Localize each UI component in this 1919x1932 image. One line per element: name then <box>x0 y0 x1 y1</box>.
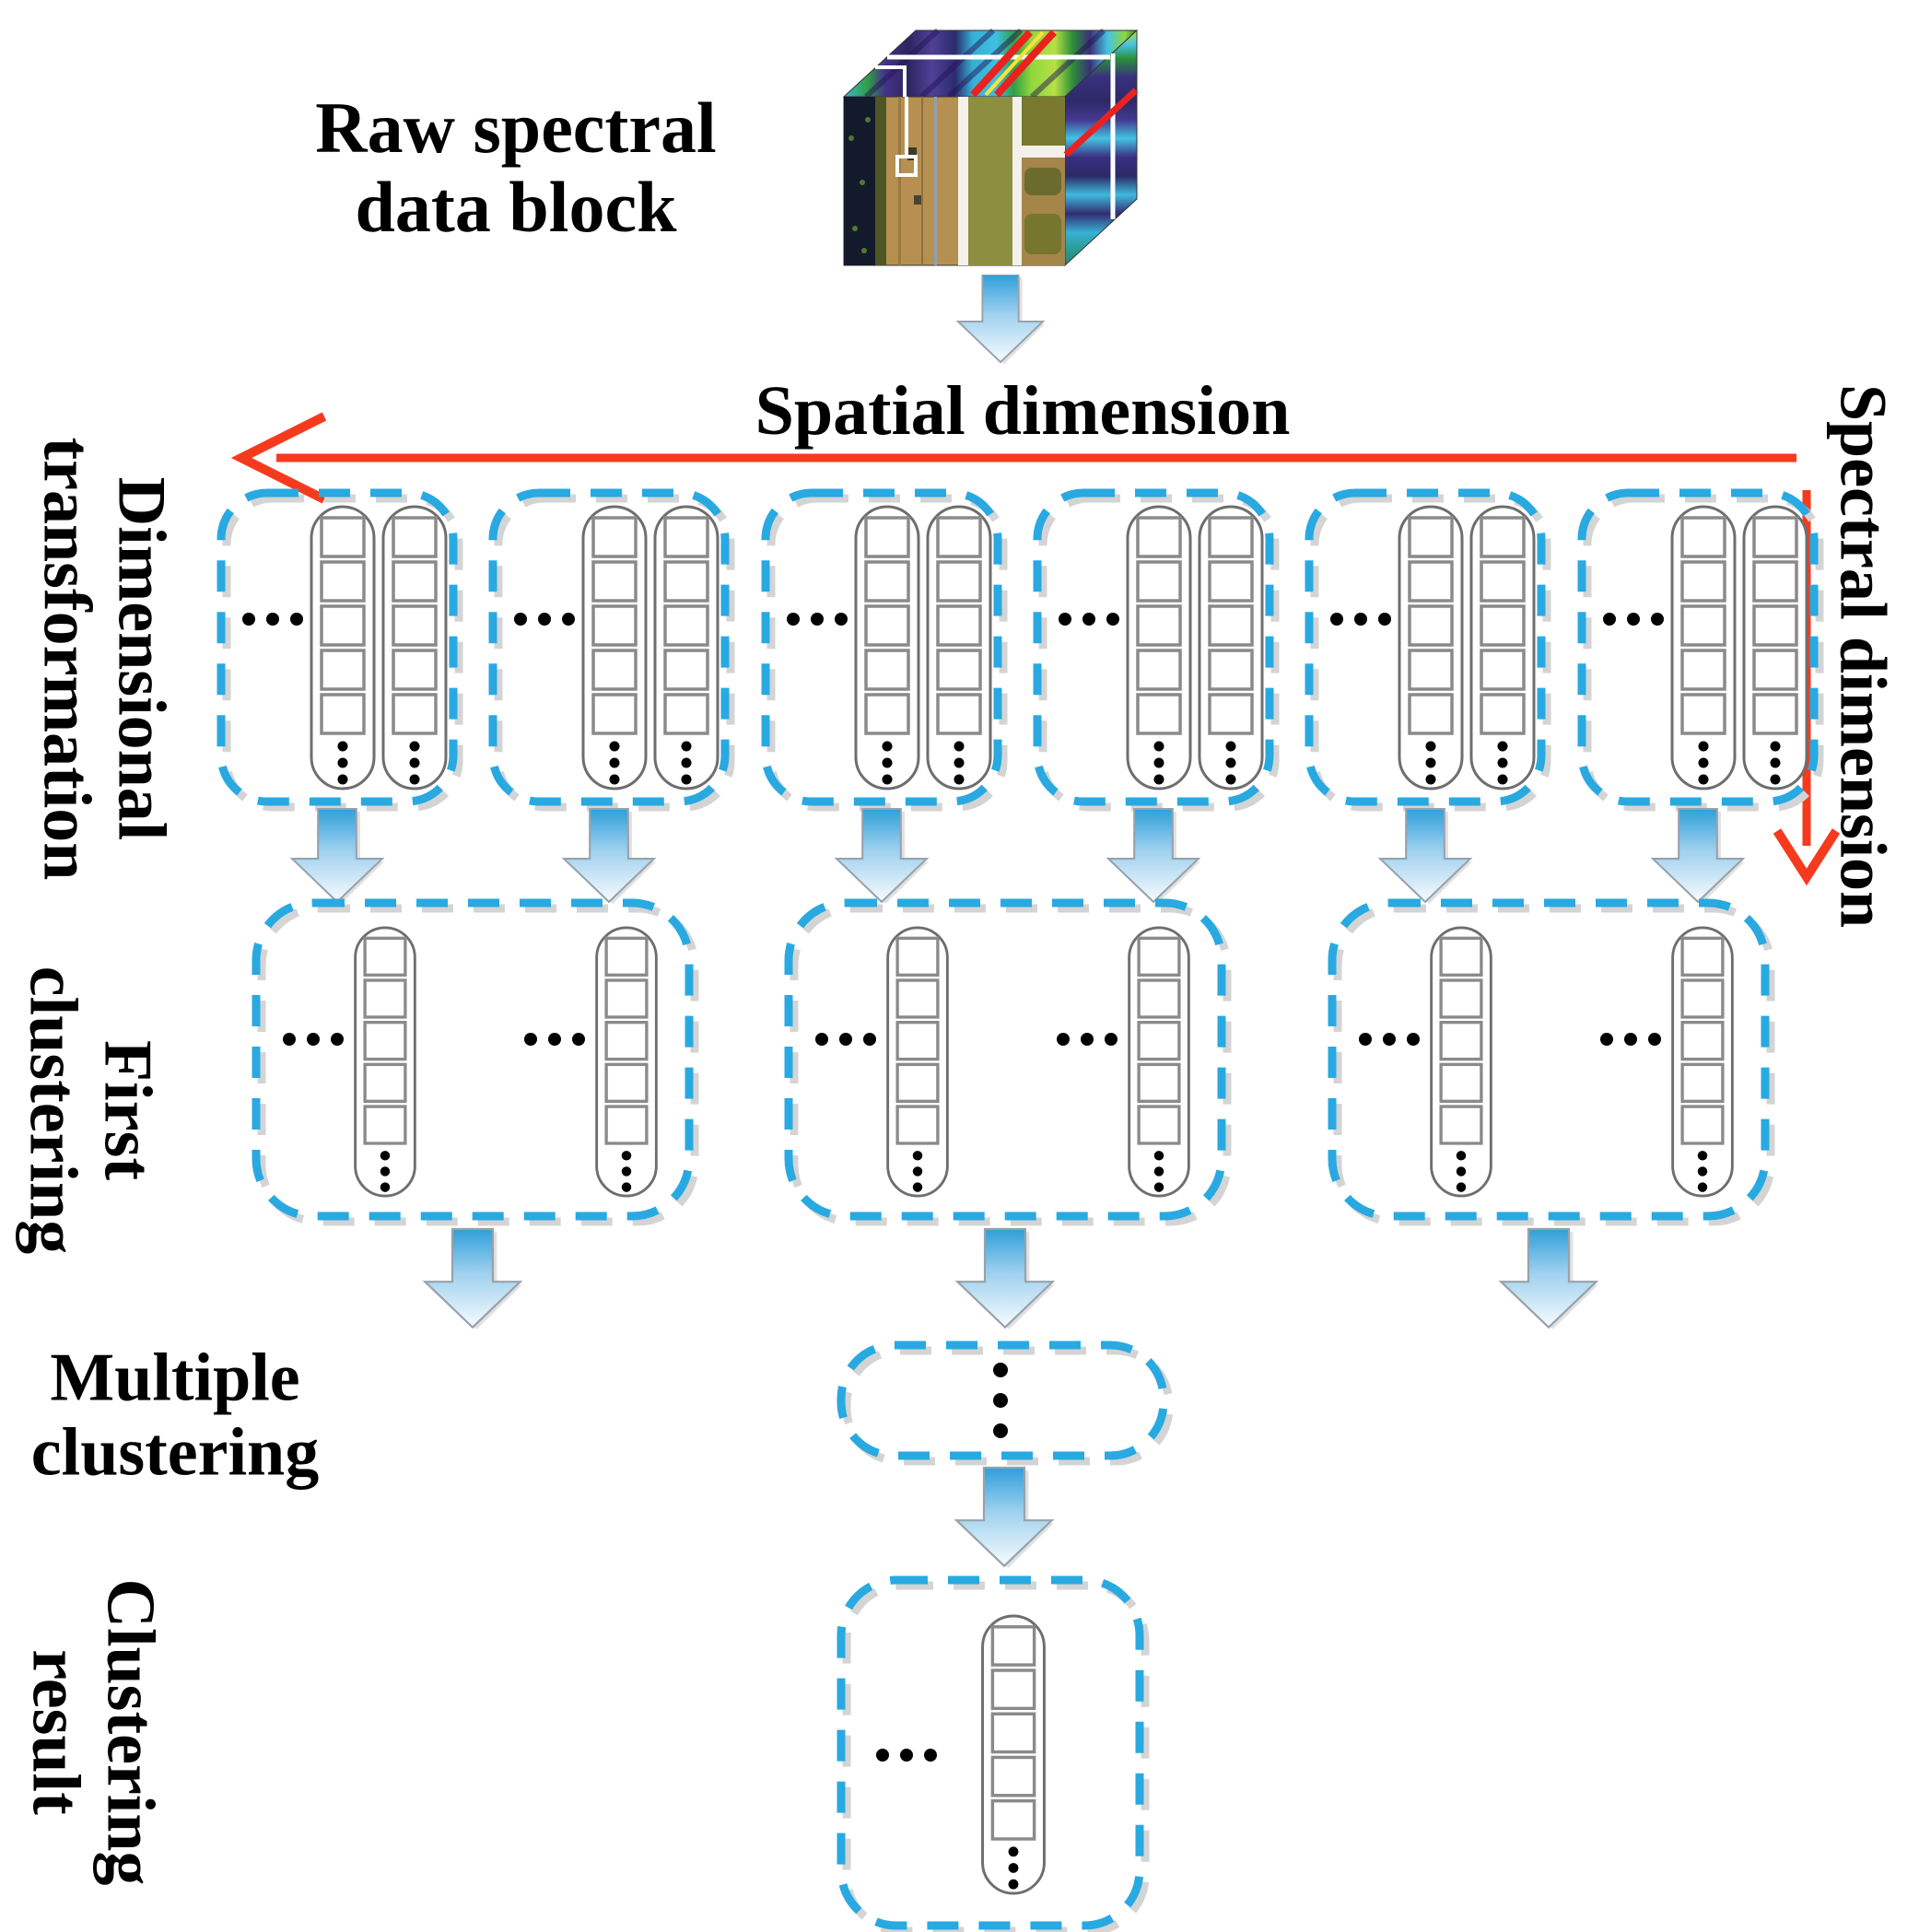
spatial-dimension-label: Spatial dimension <box>755 372 1291 451</box>
dimensional-transformation-line1: Dimensional <box>103 476 180 841</box>
clustering-result-line2: result <box>18 1649 93 1815</box>
transform-arrow-4 <box>1106 807 1201 906</box>
first-clustering-arrow-1 <box>424 1227 523 1331</box>
transform-group-4 <box>1033 488 1280 812</box>
multiple-clustering-arrow <box>955 1466 1055 1570</box>
cube-front-face <box>843 96 1066 266</box>
multiple-clustering-dots <box>993 1363 1008 1438</box>
first-clustering-label: First clustering <box>15 966 165 1254</box>
first-clustering-arrow-3 <box>1500 1227 1599 1331</box>
first-clustering-group-2 <box>784 898 1232 1226</box>
transform-group-2 <box>488 488 735 812</box>
multiple-clustering-line2: clustering <box>30 1415 320 1491</box>
raw-data-cube <box>842 28 1139 267</box>
transform-arrow-2 <box>562 807 657 906</box>
raw-data-label: Raw spectral data block <box>315 88 716 247</box>
clustering-result-label: Clustering result <box>18 1579 168 1886</box>
raw-data-label-line2: data block <box>355 167 677 247</box>
spectral-dimension-label: Spectral dimension <box>1826 383 1901 929</box>
cube-top-streaks <box>863 28 1106 100</box>
cube-red-stripes <box>970 29 1139 158</box>
transform-arrow-3 <box>835 807 930 906</box>
first-clustering-group-3 <box>1328 898 1775 1226</box>
transform-arrow-6 <box>1651 807 1746 906</box>
raw-data-label-line1: Raw spectral <box>315 88 717 169</box>
transform-row <box>216 488 1824 906</box>
transform-group-6 <box>1577 488 1824 812</box>
first-clustering-row <box>252 898 1775 1331</box>
transform-group-1 <box>216 488 463 812</box>
spatial-dimension-arrow <box>230 412 1796 504</box>
clustering-result-line1: Clustering <box>92 1578 169 1886</box>
dimensional-transformation-label: Dimensional transformation <box>29 438 179 881</box>
dimensional-transformation-line2: transformation <box>29 437 104 881</box>
first-clustering-group-1 <box>252 898 699 1226</box>
transform-arrow-1 <box>290 807 385 906</box>
multiple-clustering-label: Multiple clustering <box>31 1341 319 1492</box>
first-clustering-arrow-2 <box>956 1227 1056 1331</box>
first-clustering-line2: clustering <box>15 966 90 1255</box>
transform-group-3 <box>761 488 1008 812</box>
first-clustering-line1: First <box>89 1039 166 1181</box>
transform-arrow-5 <box>1378 807 1473 906</box>
clustering-result-box <box>837 1575 1150 1932</box>
cube-white-frame <box>875 53 1116 219</box>
multiple-clustering-box <box>837 1341 1174 1466</box>
multiple-clustering-line1: Multiple <box>50 1340 300 1416</box>
cube-down-arrow <box>956 275 1047 365</box>
transform-group-5 <box>1305 488 1551 812</box>
